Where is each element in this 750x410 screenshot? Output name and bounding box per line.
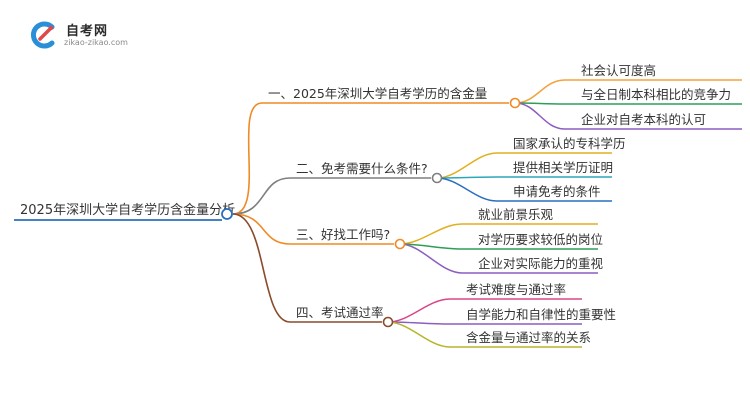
child-label: 提供相关学历证明 — [513, 160, 613, 175]
branch-connector — [232, 213, 291, 245]
site-logo[interactable]: 自考网 zikao-zikao.com — [30, 18, 140, 54]
branch-label-4: 四、考试通过率 — [296, 305, 384, 320]
child-label: 企业对自考本科的认可 — [581, 112, 706, 127]
logo-title: 自考网 — [66, 24, 109, 39]
child-label: 国家承认的专科学历 — [513, 136, 626, 151]
branch-node[interactable] — [394, 238, 406, 250]
logo-url: zikao-zikao.com — [64, 38, 128, 47]
child-connector — [436, 177, 498, 202]
branch-node[interactable] — [509, 97, 521, 109]
branch-label-3: 三、好找工作吗? — [296, 227, 390, 242]
child-label: 含金量与通过率的关系 — [466, 330, 591, 345]
child-label: 与全日制本科相比的竞争力 — [581, 87, 731, 102]
branch-connector — [232, 102, 263, 215]
child-label: 申请免考的条件 — [513, 184, 601, 199]
child-label: 社会认可度高 — [581, 63, 656, 78]
child-connector — [514, 79, 566, 104]
child-connector — [399, 243, 463, 250]
child-connector — [399, 223, 463, 245]
branch-connector — [232, 177, 291, 215]
root-label: 2025年深圳大学自考学历含金量分析 — [20, 202, 235, 218]
child-connector — [399, 243, 463, 274]
branch-connector — [232, 213, 291, 323]
child-connector — [387, 298, 451, 323]
root-node[interactable] — [221, 208, 233, 220]
branch-node[interactable] — [431, 172, 443, 184]
logo-c-icon — [31, 21, 55, 49]
child-connector — [436, 152, 498, 179]
child-label: 企业对实际能力的重视 — [478, 256, 604, 271]
child-connector — [514, 102, 566, 130]
branch-node[interactable] — [382, 316, 394, 328]
branch-label-2: 二、免考需要什么条件? — [296, 161, 428, 176]
child-label: 就业前景乐观 — [478, 207, 554, 222]
child-connector — [387, 321, 451, 348]
child-label: 考试难度与通过率 — [466, 282, 566, 297]
child-label: 自学能力和自律性的重要性 — [466, 307, 616, 322]
branch-label-1: 一、2025年深圳大学自考学历的含金量 — [268, 86, 487, 101]
child-label: 对学历要求较低的岗位 — [478, 232, 603, 247]
